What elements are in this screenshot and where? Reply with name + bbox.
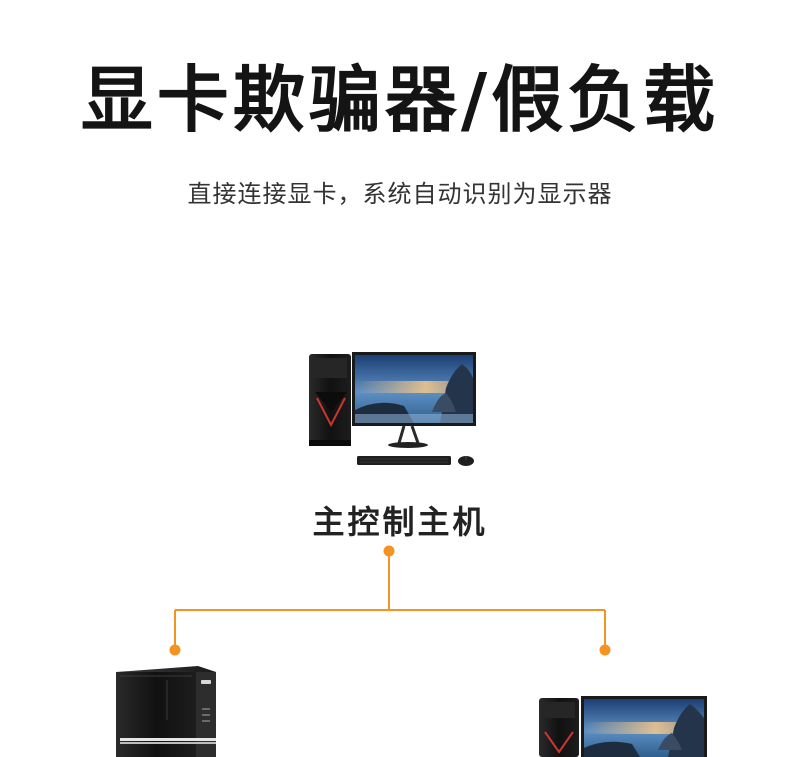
mouse-icon <box>458 456 474 466</box>
monitor-icon <box>352 352 476 448</box>
connector-dot <box>599 644 611 656</box>
pc-tower-icon <box>309 354 351 446</box>
page-subtitle: 直接连接显卡，系统自动识别为显示器 <box>187 180 613 208</box>
page-title: 显卡欺骗器/假负载 <box>80 58 720 142</box>
desktop-with-monitor-icon <box>539 696 707 757</box>
connector-lines <box>169 545 611 656</box>
pc-tower-icon <box>116 666 216 757</box>
main-host-computer-icon <box>309 352 476 466</box>
main-host-label: 主控制主机 <box>312 503 488 541</box>
connector-dot <box>169 644 181 656</box>
keyboard-icon <box>357 456 451 465</box>
connector-dot <box>383 545 395 557</box>
